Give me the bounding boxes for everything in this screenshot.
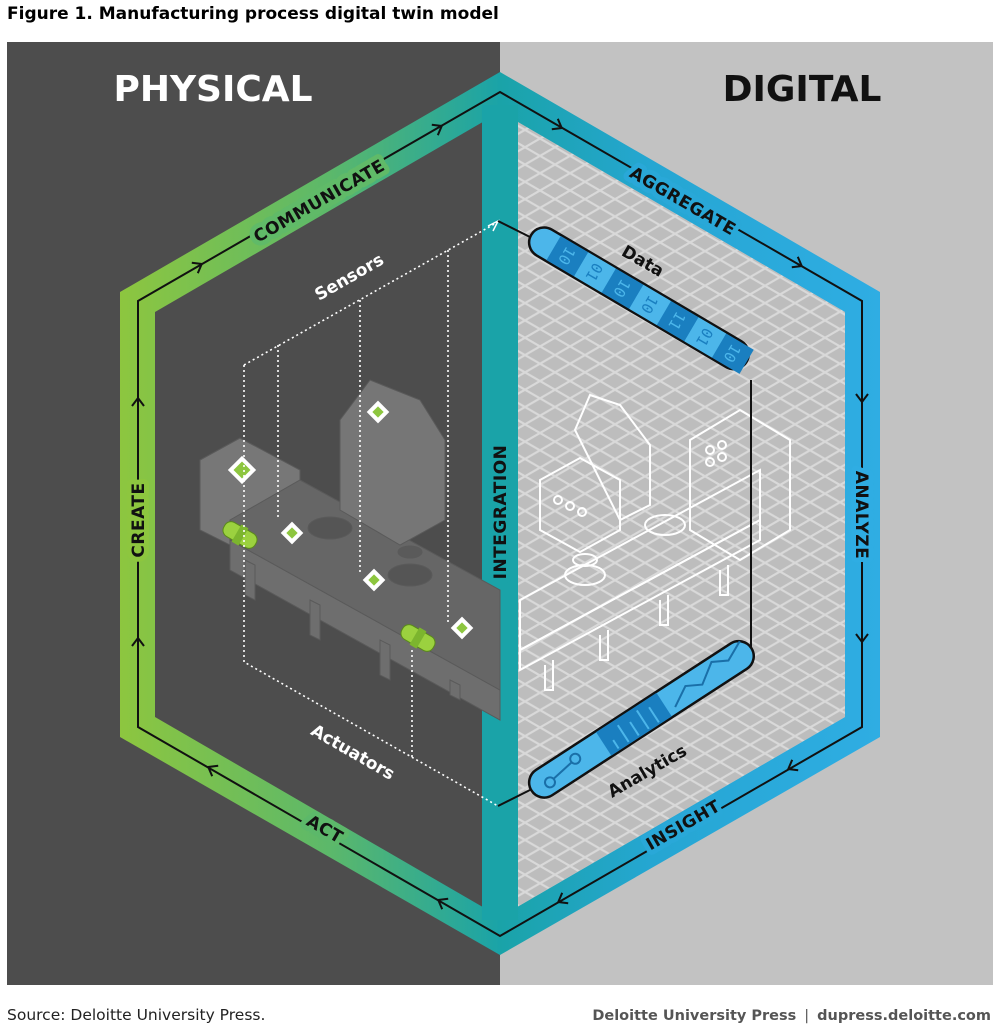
arrow-icon	[791, 256, 804, 269]
actuator-icon	[400, 624, 436, 652]
publisher: Deloitte University Press	[592, 1008, 797, 1024]
digital-grid	[518, 122, 845, 906]
digital-heading: DIGITAL	[723, 69, 882, 110]
cycle-path	[137, 90, 863, 938]
arrow-icon	[431, 123, 444, 136]
analytics-connector	[497, 789, 531, 807]
separator: |	[804, 1008, 810, 1024]
data-bit-cell	[711, 333, 754, 374]
source-note: Source: Deloitte University Press.	[7, 1006, 266, 1024]
label-analyze: ANALYZE	[851, 471, 871, 559]
digital-machine	[519, 393, 791, 691]
data-bit-cell	[656, 300, 699, 342]
cycle-arrows	[131, 118, 869, 910]
label-integration: INTEGRATION	[491, 445, 511, 580]
data-connector	[497, 220, 531, 238]
data-bit-cell	[601, 268, 644, 309]
physical-heading: PHYSICAL	[113, 69, 312, 110]
actuator-icon	[222, 521, 258, 549]
label-create: CREATE	[129, 482, 149, 557]
arrow-icon	[436, 897, 449, 910]
arrow-icon	[191, 261, 204, 274]
publisher-url[interactable]: dupress.deloitte.com	[817, 1008, 991, 1024]
network-icon	[543, 752, 582, 789]
line-chart-icon	[674, 640, 741, 708]
data-bit-cell	[546, 236, 589, 277]
arrow-icon	[556, 892, 569, 905]
figure-title: Figure 1. Manufacturing process digital …	[7, 4, 499, 24]
arrow-icon	[131, 396, 145, 407]
connector-lines	[243, 221, 499, 807]
data-bit-cell	[684, 317, 727, 358]
bar-chart-icon	[596, 692, 672, 756]
credit-line: Deloitte University Press | dupress.deloit…	[592, 1008, 991, 1024]
arrow-icon	[551, 118, 564, 131]
analytics-bar	[527, 639, 755, 799]
arrow-icon	[786, 759, 799, 772]
data-bit-cell	[629, 284, 672, 326]
arrow-icon	[131, 636, 145, 647]
arrow-icon	[855, 633, 869, 644]
integration-band	[482, 105, 518, 920]
data-bit-cell	[574, 252, 616, 293]
arrow-icon	[855, 393, 869, 404]
arrow-icon	[206, 764, 219, 777]
